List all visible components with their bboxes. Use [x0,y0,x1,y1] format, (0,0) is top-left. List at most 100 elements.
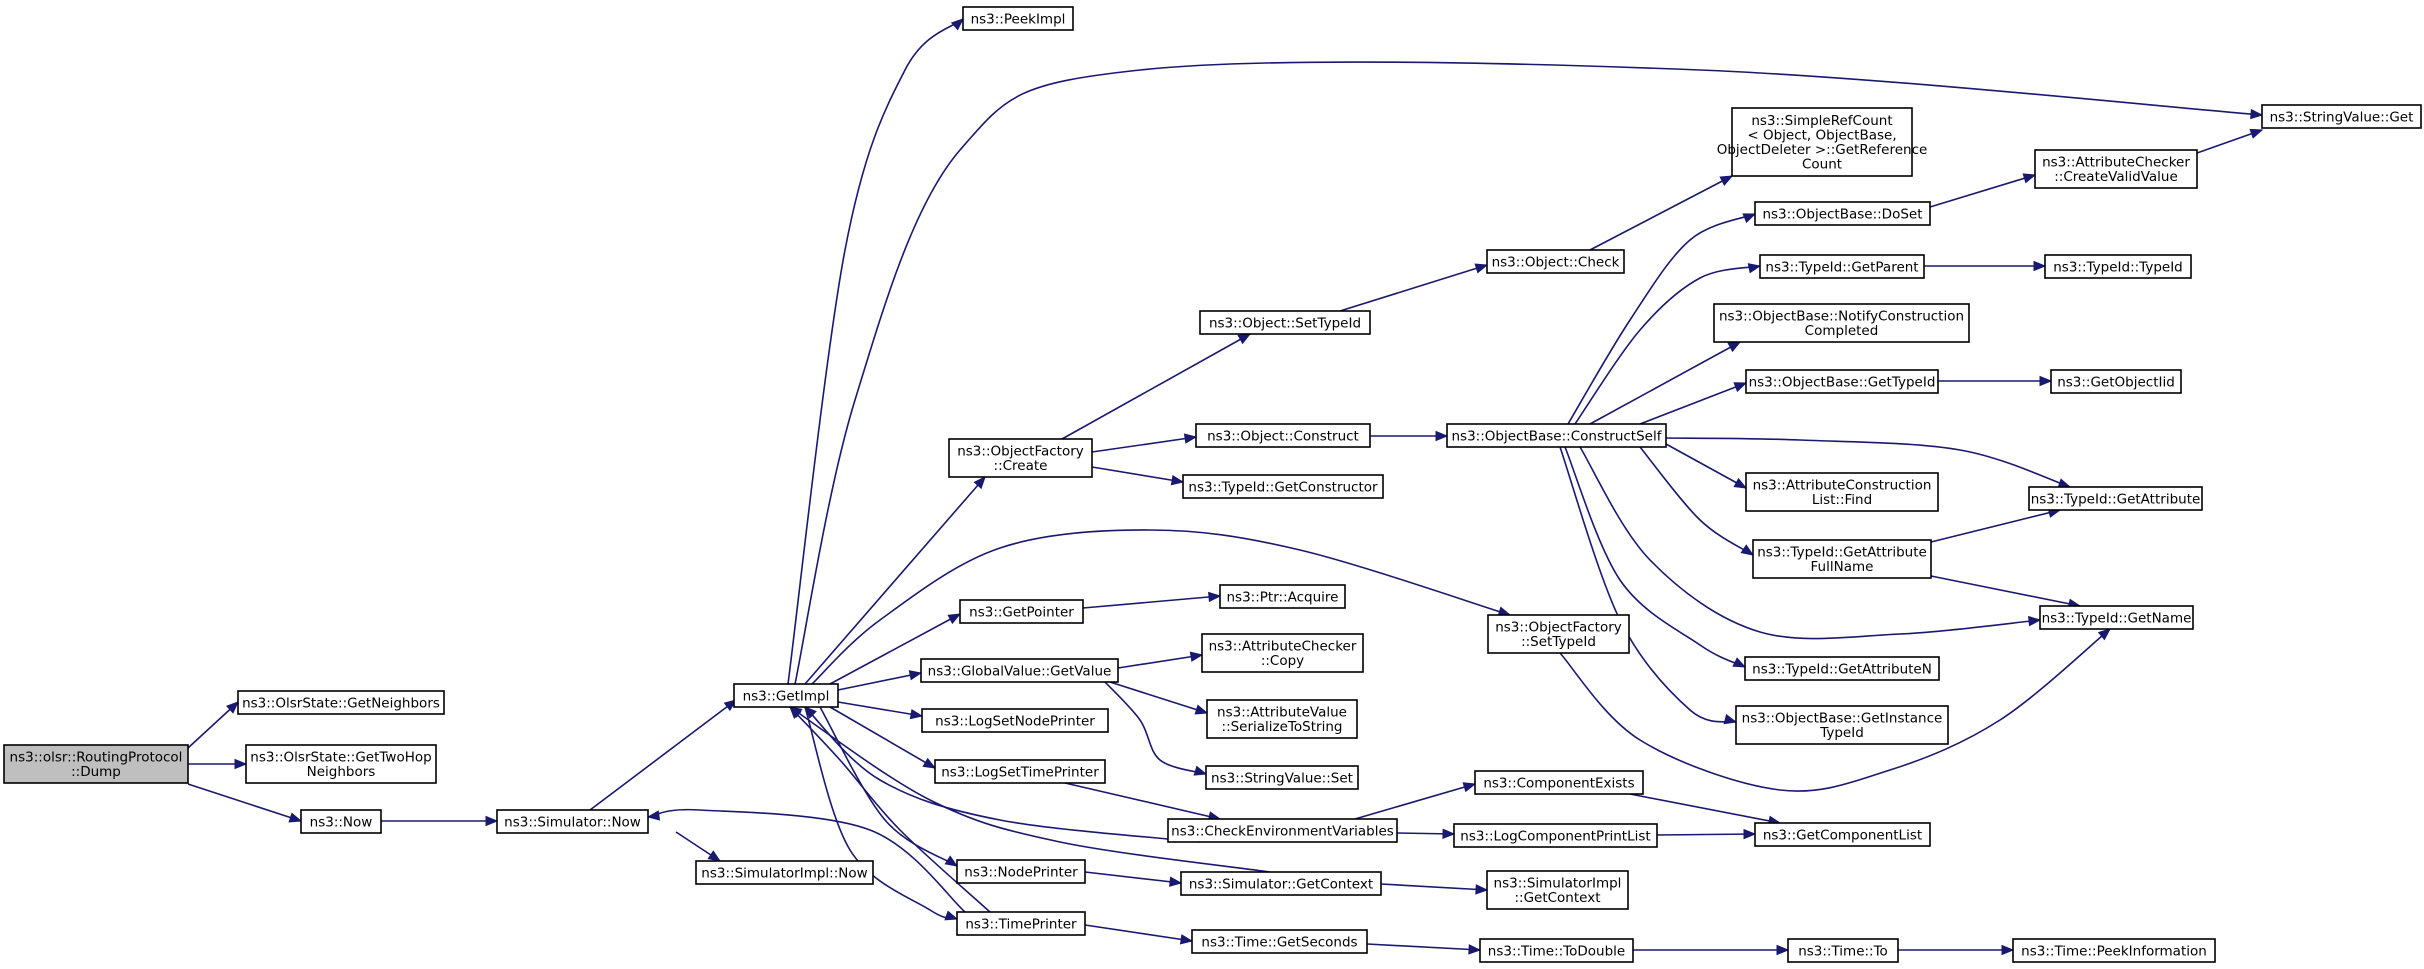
node-logCompPrintList[interactable]: ns3::LogComponentPrintList [1453,823,1658,848]
node-box[interactable] [1191,929,1368,954]
node-box[interactable] [1205,765,1359,790]
node-box[interactable] [2034,149,2198,189]
node-timeToDouble[interactable]: ns3::Time::ToDouble [1479,938,1634,963]
node-objConstruct[interactable]: ns3::Object::Construct [1195,423,1371,448]
node-tidGetAttribute[interactable]: ns3::TypeId::GetAttribute [2028,486,2203,511]
node-box[interactable] [1487,614,1630,654]
node-box[interactable] [733,683,839,708]
node-box[interactable] [1752,539,1932,579]
node-box[interactable] [1759,254,1925,279]
node-box[interactable] [1713,303,1970,343]
node-box[interactable] [956,859,1086,884]
node-objCheck[interactable]: ns3::Object::Check [1486,249,1625,274]
node-peekImpl[interactable]: ns3::PeekImpl [962,6,1074,31]
node-box[interactable] [934,759,1106,784]
node-box[interactable] [300,809,382,834]
node-box[interactable] [2012,938,2216,963]
node-box[interactable] [959,599,1084,624]
node-box[interactable] [2261,104,2422,129]
node-box[interactable] [1182,474,1384,499]
node-box[interactable] [1745,369,1939,394]
node-gvGetValue[interactable]: ns3::GlobalValue::GetValue [920,658,1119,683]
node-simImplGetContext[interactable]: ns3::SimulatorImpl::GetContext [1486,870,1629,910]
node-box[interactable] [920,658,1119,683]
node-box[interactable] [948,438,1093,478]
node-box[interactable] [1731,107,1913,177]
node-nodePrinter[interactable]: ns3::NodePrinter [956,859,1086,884]
node-box[interactable] [1486,870,1629,910]
node-box[interactable] [1201,633,1364,673]
node-box[interactable] [1754,822,1931,847]
node-box[interactable] [3,744,189,784]
node-acCreateValid[interactable]: ns3::AttributeChecker::CreateValidValue [2034,149,2198,189]
node-box[interactable] [1744,656,1940,681]
node-box[interactable] [962,6,1074,31]
node-ptrAcquire[interactable]: ns3::Ptr::Acquire [1219,584,1346,609]
node-timePeekInfo[interactable]: ns3::Time::PeekInformation [2012,938,2216,963]
node-box[interactable] [921,708,1109,733]
node-svGet[interactable]: ns3::StringValue::Get [2261,104,2422,129]
node-box[interactable] [1219,584,1346,609]
node-box[interactable] [1453,823,1658,848]
node-getObjectIid[interactable]: ns3::GetObjectIid [2050,369,2182,394]
node-logSetTimePrinter[interactable]: ns3::LogSetTimePrinter [934,759,1106,784]
node-ofCreate[interactable]: ns3::ObjectFactory::Create [948,438,1093,478]
node-box[interactable] [1446,423,1667,448]
node-obConstructSelf[interactable]: ns3::ObjectBase::ConstructSelf [1446,423,1667,448]
node-box[interactable] [1479,938,1634,963]
node-box[interactable] [2050,369,2182,394]
node-logSetNodePrinter[interactable]: ns3::LogSetNodePrinter [921,708,1109,733]
node-box[interactable] [1195,423,1371,448]
node-getComponentList[interactable]: ns3::GetComponentList [1754,822,1931,847]
node-box[interactable] [1206,699,1358,739]
node-box[interactable] [237,690,445,715]
node-timeGetSeconds[interactable]: ns3::Time::GetSeconds [1191,929,1368,954]
node-obNotify[interactable]: ns3::ObjectBase::NotifyConstructionCompl… [1713,303,1970,343]
node-avSerialize[interactable]: ns3::AttributeValue::SerializeToString [1206,699,1358,739]
node-getNeighbors[interactable]: ns3::OlsrState::GetNeighbors [237,690,445,715]
node-dump[interactable]: ns3::olsr::RoutingProtocol::Dump [3,744,189,784]
node-box[interactable] [1474,770,1644,795]
node-obGetTypeId[interactable]: ns3::ObjectBase::GetTypeId [1745,369,1939,394]
node-tidGetName[interactable]: ns3::TypeId::GetName [2039,605,2194,630]
node-simImplNow[interactable]: ns3::SimulatorImpl::Now [695,860,874,885]
node-timePrinter[interactable]: ns3::TimePrinter [956,911,1086,936]
node-tidGetConstructor[interactable]: ns3::TypeId::GetConstructor [1182,474,1384,499]
node-acCopy[interactable]: ns3::AttributeChecker::Copy [1201,633,1364,673]
node-srcGetRefCount[interactable]: ns3::SimpleRefCount< Object, ObjectBase,… [1717,107,1928,177]
node-box[interactable] [2039,605,2194,630]
node-box[interactable] [2044,254,2192,279]
node-box[interactable] [496,809,649,834]
node-box[interactable] [1199,310,1371,335]
node-svSet[interactable]: ns3::StringValue::Set [1205,765,1359,790]
node-box[interactable] [1486,249,1625,274]
node-box[interactable] [245,744,437,784]
node-getPointer[interactable]: ns3::GetPointer [959,599,1084,624]
node-box[interactable] [1167,818,1398,843]
node-objSetTypeId[interactable]: ns3::Object::SetTypeId [1199,310,1371,335]
node-box[interactable] [1745,472,1939,512]
node-box[interactable] [1787,938,1899,963]
node-obDoSet[interactable]: ns3::ObjectBase::DoSet [1754,201,1931,226]
node-getImpl[interactable]: ns3::GetImpl [733,683,839,708]
node-simNow[interactable]: ns3::Simulator::Now [496,809,649,834]
node-box[interactable] [956,911,1086,936]
node-box[interactable] [1735,705,1949,745]
node-box[interactable] [2028,486,2203,511]
node-box[interactable] [1754,201,1931,226]
node-timeTo[interactable]: ns3::Time::To [1787,938,1899,963]
node-now[interactable]: ns3::Now [300,809,382,834]
node-tidGetAttrN[interactable]: ns3::TypeId::GetAttributeN [1744,656,1940,681]
node-box[interactable] [1180,871,1382,896]
node-ofSetTypeId[interactable]: ns3::ObjectFactory::SetTypeId [1487,614,1630,654]
node-tidGetParent[interactable]: ns3::TypeId::GetParent [1759,254,1925,279]
node-box[interactable] [695,860,874,885]
node-checkEnv[interactable]: ns3::CheckEnvironmentVariables [1167,818,1398,843]
node-tidTypeId[interactable]: ns3::TypeId::TypeId [2044,254,2192,279]
node-simGetContext[interactable]: ns3::Simulator::GetContext [1180,871,1382,896]
node-compExists[interactable]: ns3::ComponentExists [1474,770,1644,795]
